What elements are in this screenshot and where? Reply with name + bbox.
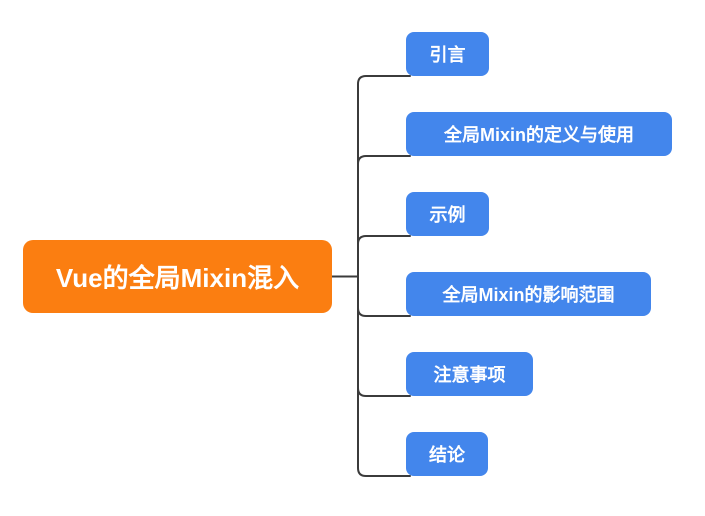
edge-root-to-definition — [331, 155, 411, 278]
branch-node-label: 结论 — [429, 445, 465, 465]
branch-node-scope[interactable]: 全局Mixin的影响范围 — [406, 272, 651, 316]
edge-root-to-notes — [331, 275, 411, 397]
edge-root-to-example — [331, 235, 411, 278]
branch-node-conclusion[interactable]: 结论 — [406, 432, 488, 476]
branch-node-label: 引言 — [429, 45, 466, 65]
branch-node-intro[interactable]: 引言 — [406, 32, 489, 76]
branch-node-label: 注意事项 — [433, 365, 506, 385]
branch-node-label: 全局Mixin的影响范围 — [442, 285, 615, 305]
branch-node-label: 示例 — [429, 205, 466, 225]
edge-root-to-intro — [331, 75, 411, 278]
root-node-label: Vue的全局Mixin混入 — [55, 263, 300, 293]
branch-node-label: 全局Mixin的定义与使用 — [443, 125, 634, 145]
branch-node-definition-usage[interactable]: 全局Mixin的定义与使用 — [406, 112, 672, 156]
edge-root-to-scope — [331, 275, 411, 317]
branch-node-example[interactable]: 示例 — [406, 192, 489, 236]
edge-root-to-conclusion — [331, 275, 411, 477]
branch-node-notes[interactable]: 注意事项 — [406, 352, 533, 396]
root-node[interactable]: Vue的全局Mixin混入 — [23, 240, 332, 313]
